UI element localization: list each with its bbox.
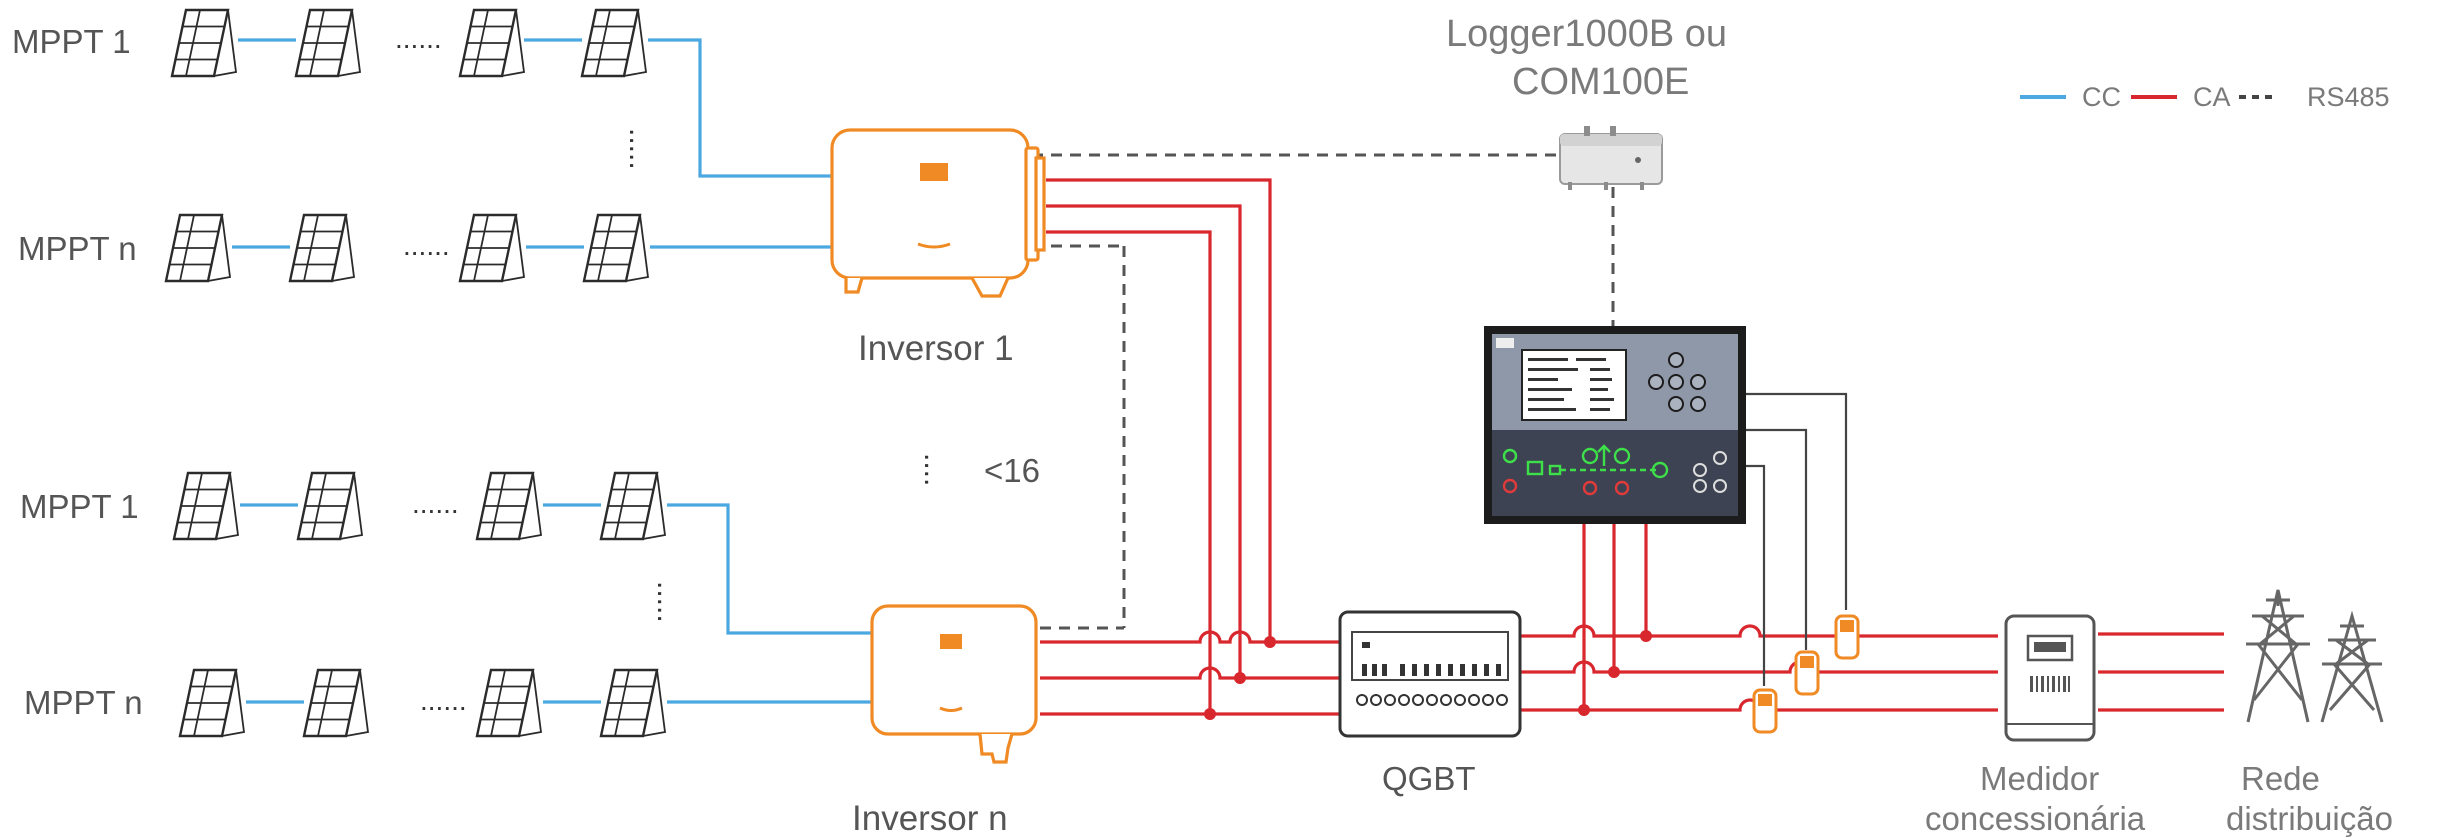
controller-display-icon — [1484, 326, 1746, 524]
transmission-tower-icon — [2246, 589, 2310, 723]
grid-label-line2: distribuição — [2226, 800, 2393, 837]
meter-label-line1: Medidor — [1980, 760, 2099, 797]
junction-dot — [1264, 636, 1276, 648]
mppt-label-bottom-1: MPPT 1 — [20, 488, 139, 525]
solar-panel-icon — [170, 8, 238, 78]
inverter-1-label: Inversor 1 — [858, 329, 1014, 368]
inverter-limit-label: <16 — [984, 452, 1040, 489]
meter: Medidor concessionária — [1925, 614, 2146, 837]
mppt-label-top-n: MPPT n — [18, 230, 137, 267]
switchboard-label: QGBT — [1382, 760, 1476, 797]
legend: CC CA RS485 — [2020, 82, 2390, 112]
inverter-icon — [830, 128, 1046, 298]
solar-panel-icon — [296, 471, 364, 541]
junction-dot — [1204, 708, 1216, 720]
vertical-dots-top: ..... — [623, 128, 656, 170]
solar-panel-icon — [599, 471, 667, 541]
pv-group-top: MPPT 1 ...... ..... MPPT n ...... — [12, 8, 832, 283]
switchboard: QGBT — [1338, 610, 1522, 797]
logger: Logger1000B ou COM100E — [1446, 13, 1727, 190]
solar-panel-icon — [458, 213, 526, 283]
current-transformer-icon — [1752, 688, 1778, 734]
ellipsis-bottom-1: ...... — [412, 488, 459, 519]
junction-dot — [1234, 672, 1246, 684]
legend-rs485-label: RS485 — [2307, 82, 2390, 112]
solar-panel-icon — [580, 8, 648, 78]
solar-panel-icon — [178, 668, 246, 738]
grid: Rede distribuição — [2226, 589, 2393, 837]
legend-dc-label: CC — [2082, 82, 2121, 112]
junction-dot — [1608, 666, 1620, 678]
current-transformer-icon — [1834, 614, 1860, 660]
solar-panel-icon — [164, 213, 232, 283]
solar-panel-icon — [172, 471, 240, 541]
vertical-dots-bottom: ..... — [651, 581, 684, 623]
ac-wiring — [1040, 178, 2224, 720]
solar-panel-icon — [288, 213, 356, 283]
current-transformers — [1752, 614, 1860, 734]
meter-label-line2: concessionária — [1925, 800, 2146, 837]
junction-dot — [1640, 630, 1652, 642]
data-logger-icon — [1559, 126, 1663, 190]
solar-panel-icon — [475, 668, 543, 738]
rs485-bus — [1032, 153, 1615, 630]
junction-dot — [1578, 704, 1590, 716]
grid-label-line1: Rede — [2241, 760, 2320, 797]
solar-panel-icon — [582, 213, 650, 283]
mppt-label-top-1: MPPT 1 — [12, 23, 131, 60]
inverter-n: Inversor n — [852, 604, 1038, 838]
ct-wiring — [1742, 392, 1848, 686]
solar-panel-icon — [475, 471, 543, 541]
ellipsis-bottom-n: ...... — [420, 685, 467, 716]
utility-meter-icon — [2004, 614, 2096, 742]
logger-label-line1: Logger1000B ou — [1446, 13, 1727, 55]
solar-panel-icon — [599, 668, 667, 738]
solar-panel-icon — [294, 8, 362, 78]
switchboard-icon — [1338, 610, 1522, 738]
ellipsis-top-n: ...... — [403, 230, 450, 261]
logger-label-line2: COM100E — [1512, 61, 1689, 103]
solar-panel-icon — [458, 8, 526, 78]
inverter-n-label: Inversor n — [852, 799, 1008, 838]
current-transformer-icon — [1794, 650, 1820, 696]
ellipsis-top-1: ...... — [395, 23, 442, 54]
mppt-label-bottom-n: MPPT n — [24, 684, 143, 721]
transmission-tower-icon — [2320, 610, 2384, 723]
inverter-1: Inversor 1 — [830, 128, 1046, 368]
legend-ac-label: CA — [2193, 82, 2231, 112]
inverter-icon — [870, 604, 1038, 764]
vertical-dots-inverters: .... — [918, 453, 951, 486]
pv-group-bottom: MPPT 1 ...... ..... MPPT n ...... — [20, 471, 872, 738]
solar-panel-icon — [302, 668, 370, 738]
